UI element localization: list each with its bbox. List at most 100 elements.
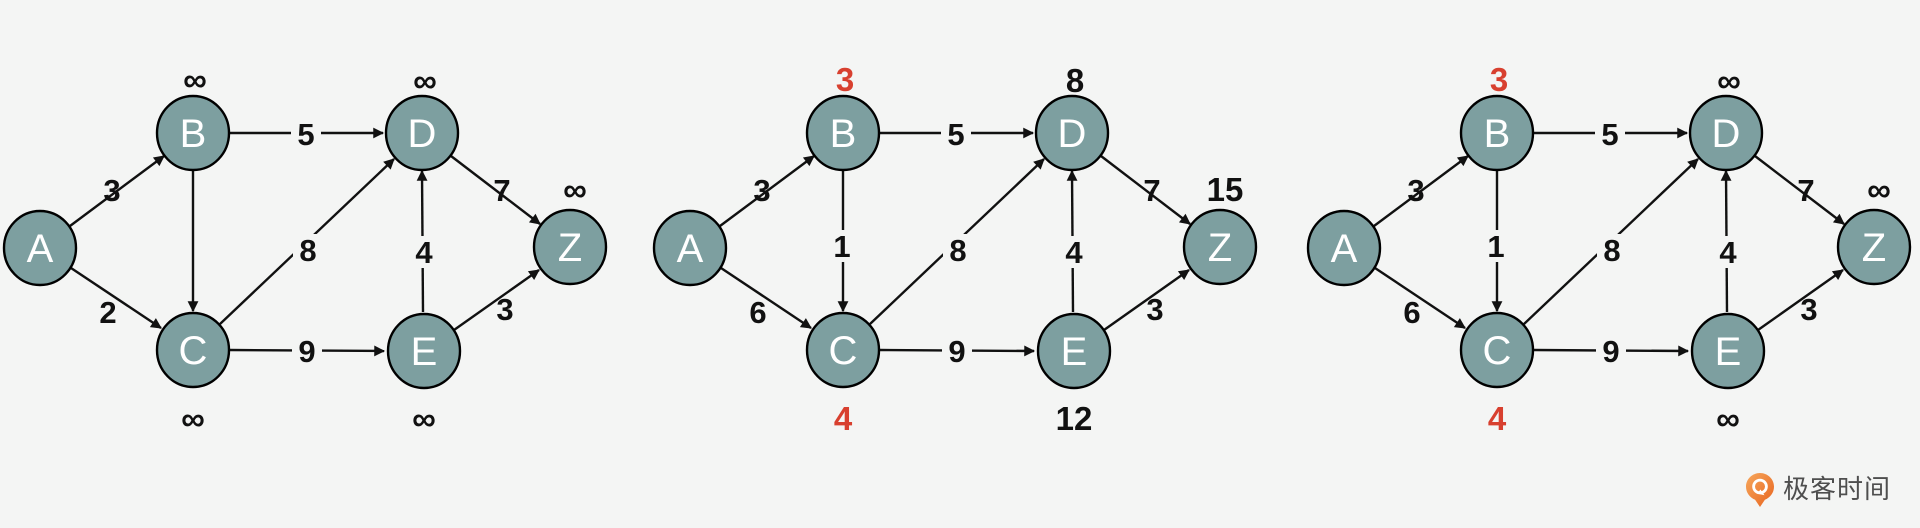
edge-weight-D-Z: 7 <box>1143 173 1160 208</box>
edge-weight-E-D: 4 <box>1719 235 1737 270</box>
edge-weight-bg-E-D <box>1059 236 1089 268</box>
geektime-logo: 极客时间 <box>1745 472 1891 508</box>
edge-weight-A-B: 3 <box>1407 173 1424 208</box>
edge-A-B <box>1373 155 1469 227</box>
edge-weight-C-E: 9 <box>298 334 315 369</box>
node-Z <box>1182 208 1258 286</box>
edge-A-C <box>720 267 812 329</box>
dist-label-C: ∞ <box>181 400 205 437</box>
edge-weight-D-Z: 7 <box>1797 173 1814 208</box>
edge-weight-B-D: 5 <box>297 117 314 152</box>
dist-label-D: ∞ <box>1717 62 1741 99</box>
edge-D-Z <box>450 155 541 225</box>
edge-E-Z <box>1757 269 1844 331</box>
node-letter-Z: Z <box>1208 226 1232 270</box>
node-letter-A: A <box>677 227 704 271</box>
node-letter-E: E <box>411 330 438 374</box>
node-letter-C: C <box>179 329 208 373</box>
node-C <box>155 311 231 389</box>
node-letter-D: D <box>408 112 437 156</box>
geektime-logo-text: 极客时间 <box>1783 475 1892 505</box>
edge-weight-E-D: 4 <box>1065 235 1083 270</box>
node-letter-Z: Z <box>1862 226 1886 270</box>
edge-weight-bg-B-D <box>1595 118 1625 150</box>
node-C <box>1459 311 1535 389</box>
edge-weight-A-B: 3 <box>753 173 770 208</box>
node-letter-E: E <box>1061 330 1088 374</box>
node-Z <box>532 208 608 286</box>
edge-A-B <box>719 155 815 227</box>
edge-weight-bg-E-D <box>409 236 439 268</box>
dist-label-B: 3 <box>1490 61 1508 98</box>
node-C <box>805 311 881 389</box>
edge-weight-C-D: 8 <box>1603 233 1620 268</box>
node-D <box>1688 94 1764 172</box>
edge-weight-B-C: 1 <box>1487 229 1504 264</box>
edge-weight-C-E: 9 <box>1602 334 1619 369</box>
dist-label-C: 4 <box>834 400 853 437</box>
node-B <box>155 94 231 172</box>
geektime-logo-icon <box>1746 473 1774 507</box>
edge-weight-A-C: 6 <box>749 295 766 330</box>
node-letter-B: B <box>830 112 857 156</box>
node-A <box>2 209 78 287</box>
edge-A-B <box>69 155 165 227</box>
dist-label-C: 4 <box>1488 400 1507 437</box>
node-letter-B: B <box>1484 112 1511 156</box>
node-letter-A: A <box>27 227 54 271</box>
edge-E-Z <box>453 269 540 331</box>
node-letter-B: B <box>180 112 207 156</box>
edge-weight-C-E: 9 <box>948 334 965 369</box>
edge-weight-B-D: 5 <box>1601 117 1618 152</box>
edge-weight-D-Z: 7 <box>493 173 510 208</box>
node-letter-A: A <box>1331 227 1358 271</box>
edge-weight-bg-B-C <box>1481 230 1511 262</box>
edge-weight-E-Z: 3 <box>1146 292 1163 327</box>
dist-label-D: 8 <box>1066 62 1084 99</box>
dist-label-E: 12 <box>1056 400 1093 437</box>
node-letter-Z: Z <box>558 226 582 270</box>
edge-weight-bg-C-E <box>942 335 972 367</box>
node-E <box>1690 312 1766 390</box>
edge-A-C <box>70 267 162 329</box>
node-E <box>1036 312 1112 390</box>
edge-D-Z <box>1100 155 1191 225</box>
edge-weight-E-D: 4 <box>415 235 433 270</box>
edge-weight-E-Z: 3 <box>1800 292 1817 327</box>
dist-label-B: 3 <box>836 61 854 98</box>
dist-label-Z: ∞ <box>563 171 587 208</box>
edge-weight-bg-B-C <box>827 230 857 262</box>
edge-weight-bg-C-E <box>292 335 322 367</box>
edge-weight-E-Z: 3 <box>496 292 513 327</box>
edge-weight-bg-B-D <box>941 118 971 150</box>
edge-E-Z <box>1103 269 1190 331</box>
edge-weight-bg-C-E <box>1596 335 1626 367</box>
edge-weight-bg-C-D <box>293 234 323 266</box>
edge-weight-B-C: 1 <box>833 229 850 264</box>
node-B <box>805 94 881 172</box>
edge-A-C <box>1374 267 1466 329</box>
edge-weight-bg-E-D <box>1713 236 1743 268</box>
edge-weight-bg-B-D <box>291 118 321 150</box>
dist-label-E: ∞ <box>1716 400 1740 437</box>
edge-weight-bg-C-D <box>943 234 973 266</box>
dist-label-E: ∞ <box>412 400 436 437</box>
node-Z <box>1836 208 1912 286</box>
node-D <box>1034 94 1110 172</box>
edge-weight-C-D: 8 <box>299 233 316 268</box>
node-letter-D: D <box>1058 112 1087 156</box>
edge-weight-A-B: 3 <box>103 173 120 208</box>
node-E <box>386 312 462 390</box>
node-letter-D: D <box>1712 112 1741 156</box>
edge-weight-C-D: 8 <box>949 233 966 268</box>
edge-weight-bg-C-D <box>1597 234 1627 266</box>
dist-label-D: ∞ <box>413 62 437 99</box>
edge-weight-A-C: 6 <box>1403 295 1420 330</box>
node-letter-C: C <box>829 329 858 373</box>
dist-label-Z: 15 <box>1207 171 1244 208</box>
